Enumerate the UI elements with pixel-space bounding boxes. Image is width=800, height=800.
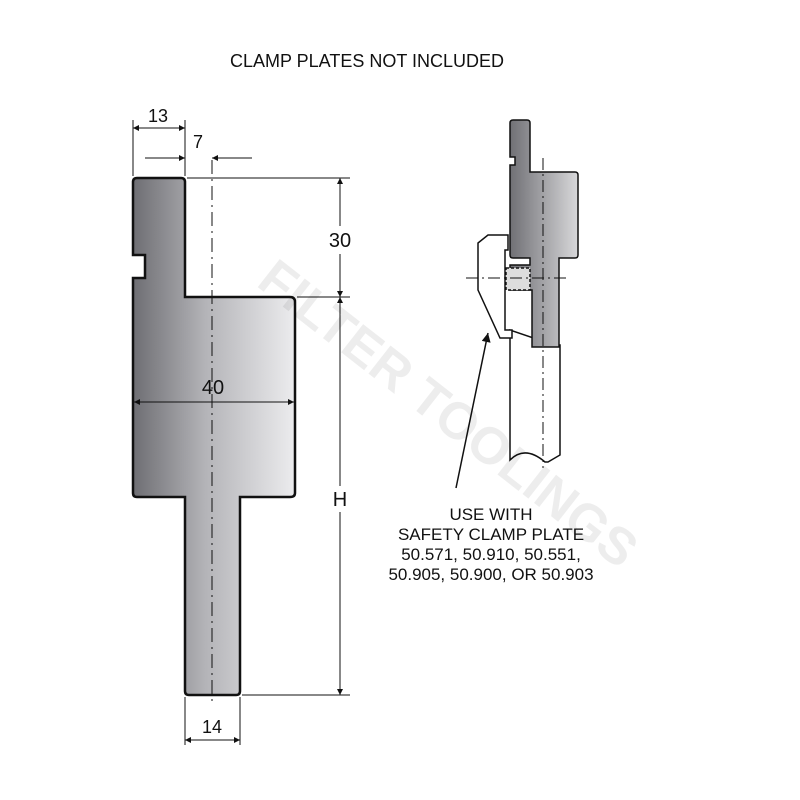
dimension-7: 7 <box>145 132 252 161</box>
svg-text:13: 13 <box>148 106 168 126</box>
title: CLAMP PLATES NOT INCLUDED <box>230 51 504 71</box>
punch-profile <box>509 328 561 463</box>
clamp-screw <box>505 267 531 291</box>
assembly-view <box>466 119 579 468</box>
svg-text:50.905, 50.900, OR 50.903: 50.905, 50.900, OR 50.903 <box>388 565 593 584</box>
dimension-40: 40 <box>134 377 294 405</box>
svg-text:14: 14 <box>202 717 222 737</box>
svg-text:H: H <box>333 489 347 511</box>
clamp-plate-profile <box>477 234 513 339</box>
dimension-14: 14 <box>184 697 241 745</box>
svg-text:40: 40 <box>202 377 224 399</box>
dimension-h: H <box>242 297 352 696</box>
holder-profile <box>509 119 579 348</box>
svg-text:7: 7 <box>193 132 203 152</box>
svg-text:SAFETY CLAMP PLATE: SAFETY CLAMP PLATE <box>398 525 584 544</box>
callout-arrow <box>455 332 491 489</box>
usage-note: USE WITH SAFETY CLAMP PLATE 50.571, 50.9… <box>388 505 593 584</box>
svg-text:50.571, 50.910, 50.551,: 50.571, 50.910, 50.551, <box>401 545 581 564</box>
svg-text:USE WITH: USE WITH <box>449 505 532 524</box>
tool-holder-profile <box>131 176 297 697</box>
dimension-30: 30 <box>187 177 358 298</box>
svg-text:30: 30 <box>329 230 351 252</box>
dimension-13: 13 <box>132 106 186 176</box>
